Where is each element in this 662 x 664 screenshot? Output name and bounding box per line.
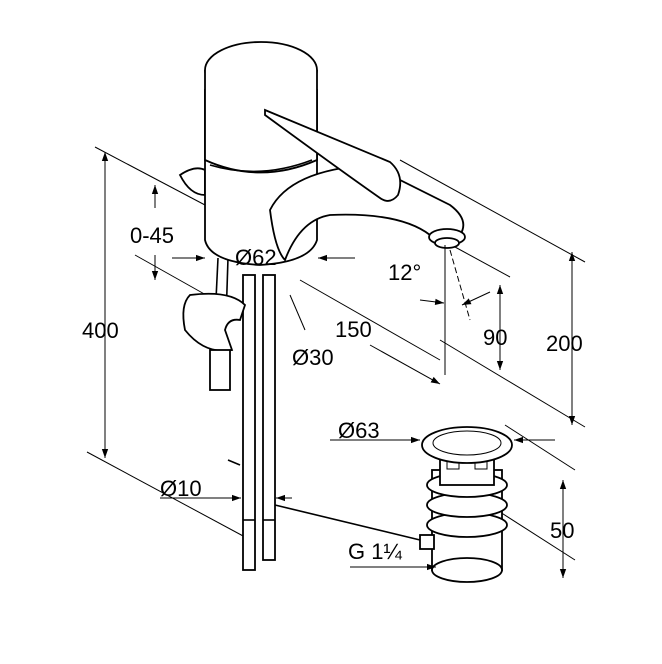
extension-lines: [86, 146, 586, 561]
label-12deg: 12°: [388, 260, 421, 285]
label-400: 400: [82, 318, 119, 343]
label-d63: Ø63: [338, 418, 380, 443]
faucet-body: [204, 41, 466, 266]
label-d30: Ø30: [292, 345, 334, 370]
supply-hoses: [227, 274, 421, 571]
dimension-lines: [101, 152, 576, 578]
label-d62: Ø62: [235, 245, 277, 270]
label-d10: Ø10: [160, 476, 202, 501]
drain-valve: [419, 426, 513, 583]
label-0-45: 0-45: [130, 223, 174, 248]
label-90: 90: [483, 325, 507, 350]
label-g114: G 1¼: [348, 539, 402, 564]
label-150: 150: [335, 317, 372, 342]
label-200: 200: [546, 331, 583, 356]
label-50: 50: [550, 518, 574, 543]
mounting-clamp: [178, 167, 247, 391]
